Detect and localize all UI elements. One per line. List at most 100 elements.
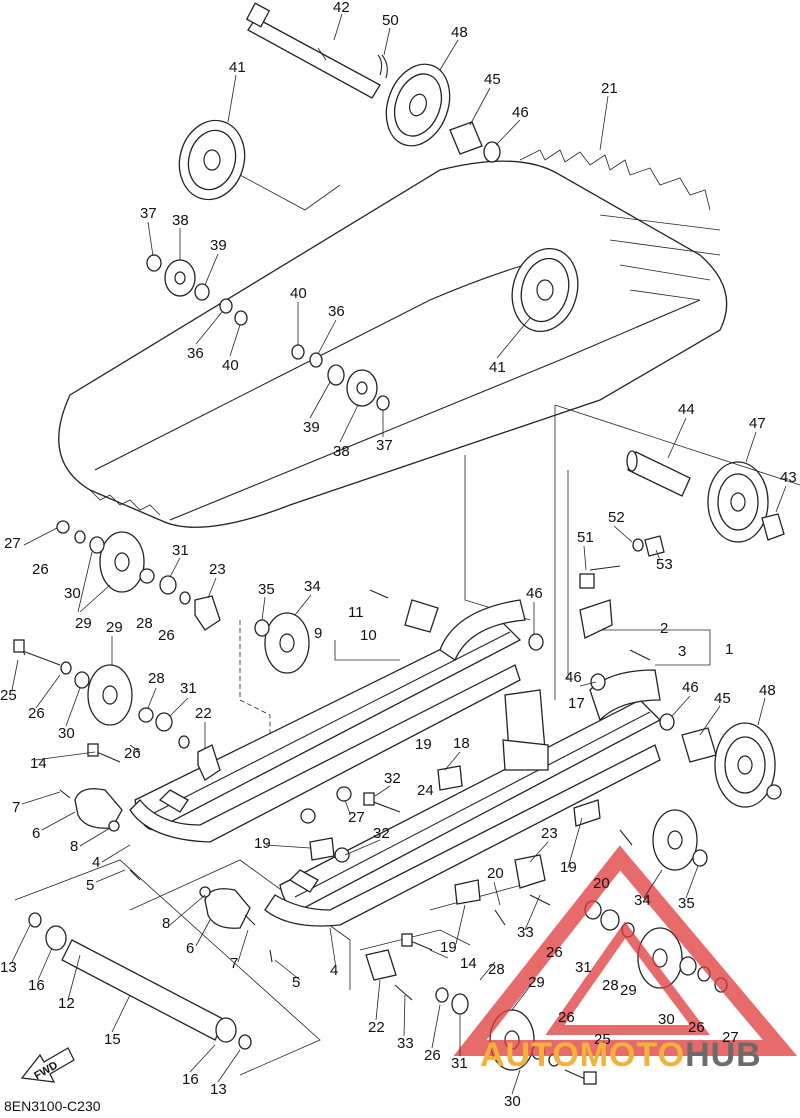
callout: 37 [140, 205, 157, 222]
callout: 5 [86, 877, 94, 894]
callout: 24 [417, 782, 434, 799]
callout: 40 [290, 285, 307, 302]
callout: 33 [517, 924, 534, 941]
callout: 22 [195, 705, 212, 722]
callout: 48 [759, 682, 776, 699]
callout: 31 [575, 959, 592, 976]
callout: 26 [32, 561, 49, 578]
callout: 27 [722, 1029, 739, 1046]
cross-shaft [28, 912, 252, 1050]
slider-blocks [74, 788, 251, 929]
callout: 25 [594, 1031, 611, 1048]
callout: 10 [360, 627, 377, 644]
callout: 32 [384, 770, 401, 787]
idler-group-left [146, 254, 248, 326]
callout: 26 [546, 944, 563, 961]
bolts [13, 565, 651, 1085]
callout: 19 [254, 835, 271, 852]
callout: 35 [678, 895, 695, 912]
callout: 20 [593, 875, 610, 892]
callout: 46 [682, 679, 699, 696]
fwd-arrow-icon: FWD [20, 1047, 75, 1083]
callout: 23 [541, 825, 558, 842]
axle-shaft [245, 2, 381, 99]
callout: 41 [489, 359, 506, 376]
callout: 50 [382, 12, 399, 29]
callout: 4 [330, 962, 338, 979]
callout: 1 [725, 641, 733, 658]
callout: 22 [368, 1019, 385, 1036]
callout: 29 [106, 619, 123, 636]
callout: 30 [658, 1011, 675, 1028]
callout: 42 [333, 0, 350, 16]
callout: 28 [136, 615, 153, 632]
watermark-text: AUTOMOTOHUB [480, 1036, 762, 1075]
callout: 47 [749, 415, 766, 432]
callout: 26 [158, 627, 175, 644]
callout: 30 [64, 585, 81, 602]
callout: 19 [440, 939, 457, 956]
callout: 31 [451, 1055, 468, 1072]
callout: 51 [577, 529, 594, 546]
fasteners [56, 520, 782, 1067]
callout: 36 [187, 345, 204, 362]
callout: 28 [602, 977, 619, 994]
callout: 11 [348, 604, 364, 621]
callout: 31 [172, 542, 189, 559]
callout: 6 [32, 825, 40, 842]
callout: 53 [656, 556, 673, 573]
callout: 8 [162, 915, 170, 932]
spacer-45-upper [449, 121, 501, 163]
callout: 52 [608, 509, 625, 526]
callout: 17 [568, 695, 585, 712]
watermark-part2: HUB [685, 1036, 762, 1074]
callout: 6 [186, 940, 194, 957]
callout: 35 [258, 581, 275, 598]
wheel-41-middle [511, 247, 579, 333]
callout: 32 [373, 825, 390, 842]
rear-axle-group [626, 450, 785, 543]
idler-group-middle [291, 344, 390, 411]
callout: 4 [92, 854, 100, 871]
callout: 14 [30, 755, 47, 772]
callout: 27 [4, 535, 21, 552]
slide-rail-upper [129, 599, 526, 843]
callout: 23 [209, 561, 226, 578]
brackets [194, 595, 613, 981]
callout: 13 [0, 959, 17, 976]
callout: 40 [222, 357, 239, 374]
callout: 14 [460, 955, 477, 972]
callout: 16 [182, 1071, 199, 1088]
callout: 46 [512, 104, 529, 121]
cotter-pin [377, 54, 388, 79]
callout: 25 [0, 687, 17, 704]
callout: 8 [70, 838, 78, 855]
callout: 7 [12, 799, 20, 816]
callout: 30 [504, 1093, 521, 1110]
callout: 26 [124, 745, 141, 762]
callout: 31 [180, 680, 197, 697]
callout: 3 [678, 643, 686, 660]
callout: 46 [565, 669, 582, 686]
leader-lines [11, 13, 787, 1095]
callout: 20 [487, 865, 504, 882]
callout: 26 [688, 1019, 705, 1036]
callout: 28 [488, 961, 505, 978]
callout: 34 [304, 578, 321, 595]
callout: 19 [415, 736, 432, 753]
callout: 34 [634, 892, 651, 909]
callout: 26 [424, 1047, 441, 1064]
callout: 28 [148, 670, 165, 687]
watermark-part1: AUTOMOTO [480, 1036, 686, 1074]
callout: 45 [714, 690, 731, 707]
callout: 46 [526, 585, 543, 602]
callout: 26 [558, 1009, 575, 1026]
callout: 27 [348, 809, 365, 826]
callout: 44 [678, 401, 695, 418]
callout: 36 [328, 303, 345, 320]
callout: 37 [376, 437, 393, 454]
callout: 2 [660, 620, 668, 637]
callout: 45 [484, 71, 501, 88]
